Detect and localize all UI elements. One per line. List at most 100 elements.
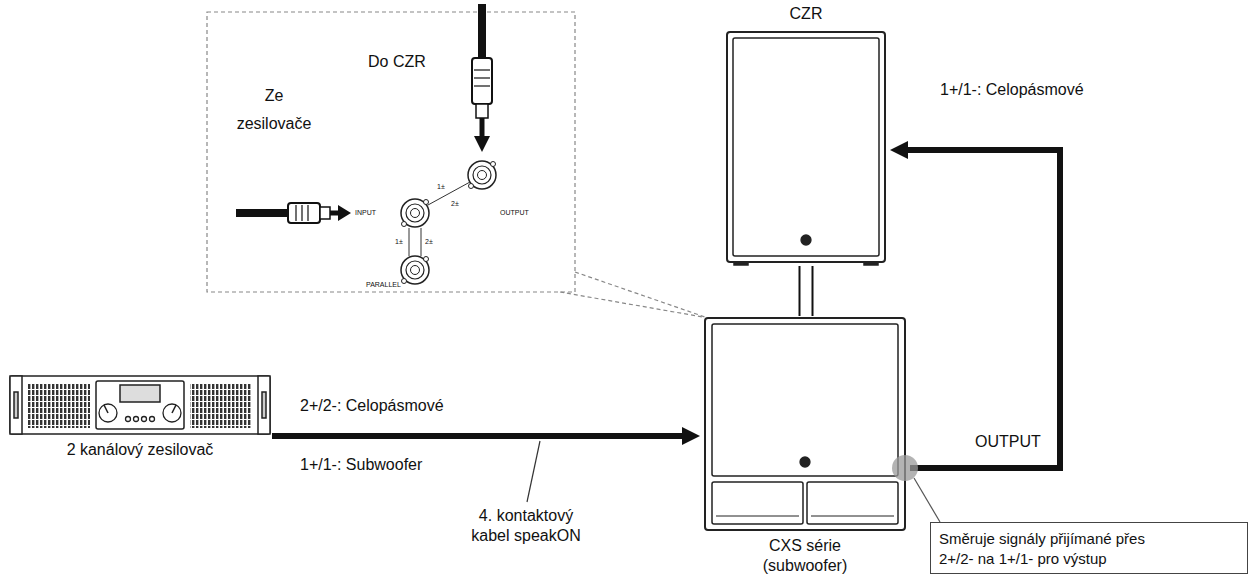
speakon-connector: [401, 256, 429, 284]
output-cable: [474, 136, 490, 152]
internal-wiring: [409, 182, 470, 256]
speakon-connector: [469, 184, 474, 189]
amplifier-illustration: [28, 384, 90, 428]
output-highlight: [892, 455, 918, 481]
signal-arrow: [900, 150, 1060, 468]
speakon-connector: [473, 166, 491, 184]
amplifier-illustration: [14, 392, 18, 418]
callout-leader: [914, 478, 940, 522]
input-cable: [288, 203, 320, 223]
speaker-pole: [806, 266, 807, 316]
edge-label: 2+/2-: Celopásmové: [300, 396, 444, 416]
amp-drawing: [8, 372, 272, 438]
speakon-connector: [402, 279, 407, 284]
amplifier-illustration: [258, 376, 270, 434]
output-cable: [476, 104, 488, 118]
amplifier-illustration: [163, 404, 181, 422]
czr-drawing: [722, 28, 890, 266]
inset-frame: [575, 272, 705, 317]
internal-wiring: [409, 228, 410, 256]
subwoofer-illustration: [705, 318, 918, 530]
speaker-pole: [801, 266, 812, 316]
callout-box: Směruje signály přijímané přes 2+/2- na …: [930, 522, 1248, 574]
subwoofer-illustration: [716, 516, 799, 517]
inset-frame: [560, 292, 703, 317]
amplifier-illustration: [134, 417, 139, 422]
subwoofer-illustration: [811, 516, 894, 517]
pin-label: 2±: [425, 238, 433, 246]
output-cable: [472, 4, 492, 152]
subwoofer-illustration: [705, 318, 905, 530]
speakon-connector: [406, 261, 424, 279]
device-label: CXS série (subwoofer): [745, 536, 865, 576]
output-cable: [474, 85, 490, 86]
input-cable: [338, 205, 351, 221]
input-cable: [236, 209, 290, 217]
amplifier-illustration: [262, 392, 266, 418]
subwoofer-illustration: [807, 482, 898, 524]
input-cable: [301, 205, 302, 221]
output-cable: [480, 118, 485, 138]
signal-label: Ze zesilovače: [228, 82, 320, 138]
pin-label: INPUT: [355, 209, 376, 217]
pin-label: 2±: [451, 200, 459, 208]
amplifier-illustration: [126, 417, 131, 422]
inset-frame: [207, 12, 575, 292]
amplifier-illustration: [104, 405, 108, 413]
input-cable: [320, 207, 330, 219]
input-cable: [307, 205, 308, 221]
output-cable: [474, 77, 490, 78]
speakon-connector: [478, 171, 487, 180]
amplifier-illustration: [190, 384, 252, 428]
speakon-connector: [402, 222, 407, 227]
speaker-illustration: [727, 32, 885, 262]
output-cable: [472, 58, 492, 104]
signal-arrow: [890, 150, 1060, 468]
signal-arrow: [272, 436, 700, 437]
cable-leader: [527, 441, 540, 502]
pin-label: 1±: [395, 238, 403, 246]
speakon-connector: [411, 266, 420, 275]
amplifier-illustration: [120, 385, 160, 402]
output-cable: [474, 69, 490, 70]
speakon-connector: [401, 161, 496, 284]
device-label: 2 kanálový zesilovač: [8, 440, 272, 460]
subwoofer-illustration: [712, 324, 898, 476]
amplifier-illustration: [96, 381, 184, 429]
input-cable: [295, 205, 296, 221]
amplifier-illustration: [10, 376, 22, 434]
amplifier-illustration: [99, 404, 117, 422]
callout-text: Směruje signály přijímané přes 2+/2- na …: [939, 529, 1175, 569]
speakon-connector: [411, 209, 420, 218]
amplifier-illustration: [10, 376, 270, 434]
amplifier-illustration: [172, 405, 176, 413]
inset-frame: [207, 12, 705, 317]
speaker-illustration: [733, 38, 879, 256]
speakon-connector: [401, 199, 429, 227]
pin-label: 1±: [437, 183, 445, 191]
callout-leader: [914, 478, 940, 522]
pin-label: PARALLEL: [366, 281, 401, 289]
speaker-node: CZR: [722, 4, 890, 266]
speakon-connector: [424, 257, 429, 262]
pin-label: OUTPUT: [500, 209, 529, 217]
signal-label: OUTPUT: [975, 432, 1041, 451]
device-label: CZR: [722, 4, 890, 24]
signal-label: 4. kontaktový kabel speakON: [462, 506, 590, 546]
amplifier-node: 2 kanálový zesilovač: [8, 372, 272, 460]
speakon-connector: [468, 161, 496, 189]
speakon-connector: [424, 200, 429, 205]
arrow-head: [890, 150, 900, 151]
output-cable: [478, 4, 486, 60]
input-cable: [236, 203, 351, 223]
speaker-pole: [799, 266, 814, 316]
speaker-illustration: [727, 32, 885, 265]
amplifier-illustration: [150, 417, 155, 422]
signal-arrow: [272, 433, 690, 439]
internal-wiring: [421, 228, 422, 256]
signal-label: 1+/1-: Subwoofer: [300, 455, 422, 474]
amplifier-illustration: [142, 417, 147, 422]
internal-wiring: [428, 182, 470, 205]
arrow-head: [690, 436, 700, 437]
